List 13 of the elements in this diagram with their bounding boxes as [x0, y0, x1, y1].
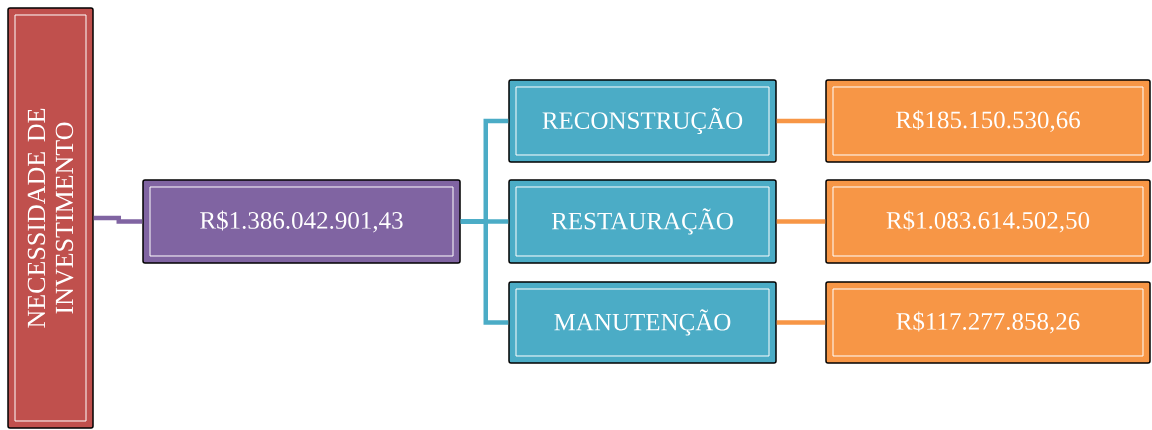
connector — [93, 215, 143, 224]
value-box: R$117.277.858,26 — [825, 281, 1151, 364]
connector — [776, 219, 826, 224]
total-box: R$1.386.042.901,43 — [142, 179, 461, 264]
value-box: R$185.150.530,66 — [825, 79, 1151, 163]
connector — [776, 118, 826, 124]
category-box: MANUTENÇÃO — [508, 281, 777, 364]
value-box: R$1.083.614.502,50 — [825, 179, 1151, 264]
category-box: RESTAURAÇÃO — [508, 179, 777, 264]
vertical-box: NECESSIDADE DE INVESTIMENTO — [7, 7, 94, 429]
connector — [460, 219, 509, 325]
category-box: RECONSTRUÇÃO — [508, 79, 777, 163]
connector — [776, 320, 826, 325]
